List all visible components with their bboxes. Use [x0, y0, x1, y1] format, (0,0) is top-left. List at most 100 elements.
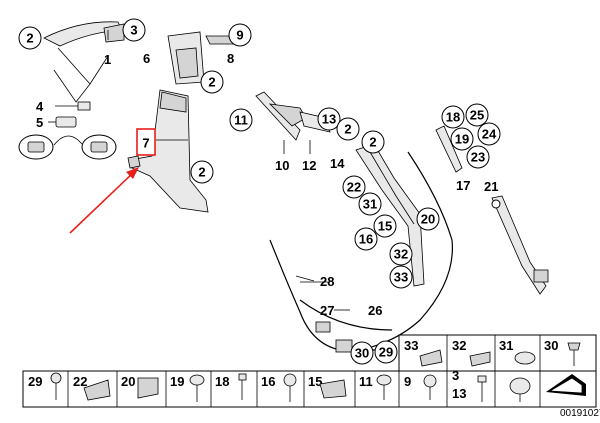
callout-16: 16 — [354, 227, 378, 251]
label-21: 21 — [484, 179, 498, 194]
legend-19: 19 — [170, 374, 184, 389]
svg-text:3: 3 — [130, 23, 137, 38]
switch-buttons — [18, 134, 117, 160]
legend-20: 20 — [121, 374, 135, 389]
label-8: 8 — [227, 51, 234, 66]
svg-text:7: 7 — [142, 136, 149, 151]
legend-11: 11 — [359, 374, 373, 389]
legend-31: 31 — [499, 338, 513, 353]
svg-text:15: 15 — [378, 219, 392, 234]
callout-23: 23 — [466, 145, 490, 169]
rod-part-21 — [491, 195, 549, 295]
screw-icon-29 — [50, 372, 62, 400]
legend-13: 13 — [452, 386, 466, 401]
legend-16: 16 — [261, 374, 275, 389]
legend-15: 15 — [308, 374, 322, 389]
callout-2-e: 2 — [190, 160, 214, 184]
legend-3: 3 — [452, 368, 459, 383]
label-10: 10 — [275, 158, 289, 173]
callout-13: 13 — [317, 107, 341, 131]
svg-text:13: 13 — [322, 112, 336, 127]
callout-2-d: 2 — [361, 130, 385, 154]
legend-9: 9 — [404, 374, 411, 389]
svg-text:19: 19 — [455, 132, 469, 147]
bracket-icon-20 — [137, 377, 159, 399]
callout-33: 33 — [389, 265, 413, 289]
screw-icon-11 — [376, 374, 392, 400]
a-pillar-trim-part-14 — [355, 143, 425, 287]
callout-29: 29 — [374, 340, 398, 364]
callout-20: 20 — [416, 207, 440, 231]
label-14: 14 — [330, 156, 345, 171]
callout-25: 25 — [465, 103, 489, 127]
screw-icon-3-13 — [477, 375, 487, 402]
legend-29: 29 — [28, 374, 42, 389]
pillar-trim-part-1 — [43, 21, 125, 47]
legend-30: 30 — [544, 338, 558, 353]
svg-text:2: 2 — [208, 75, 215, 90]
svg-text:2: 2 — [344, 122, 351, 137]
callout-31: 31 — [358, 192, 382, 216]
red-pointer-arrow — [69, 167, 139, 234]
callout-24: 24 — [477, 122, 501, 146]
svg-text:32: 32 — [394, 247, 408, 262]
clip-icon-rosette — [509, 377, 531, 402]
svg-text:29: 29 — [379, 345, 393, 360]
svg-text:31: 31 — [363, 197, 377, 212]
screw-icon-9 — [423, 374, 437, 400]
cable-harness — [269, 151, 453, 353]
wire-loop-1 — [53, 47, 91, 103]
callout-32: 32 — [389, 242, 413, 266]
callout-2-b: 2 — [200, 70, 224, 94]
legend-33: 33 — [404, 338, 418, 353]
switch-part-5 — [48, 116, 77, 128]
label-12: 12 — [302, 158, 316, 173]
svg-text:2: 2 — [369, 135, 376, 150]
b-pillar-trim-part-7 — [127, 89, 209, 213]
legend-32: 32 — [452, 338, 466, 353]
callout-3: 3 — [122, 18, 146, 42]
legend-row-upper: 33 32 31 30 — [398, 334, 597, 372]
callout-15: 15 — [373, 214, 397, 238]
svg-text:16: 16 — [359, 232, 373, 247]
label-26: 26 — [368, 303, 382, 318]
legend-18: 18 — [215, 374, 229, 389]
clip-part-4 — [55, 101, 91, 111]
screw-icon-19 — [189, 374, 205, 402]
label-4: 4 — [36, 99, 44, 114]
callout-19: 19 — [450, 127, 474, 151]
callout-9: 9 — [228, 23, 252, 47]
label-28: 28 — [320, 274, 334, 289]
screw-icon-16 — [283, 373, 297, 402]
callout-11: 11 — [229, 108, 253, 132]
figure-number: 00191027 — [560, 408, 600, 419]
svg-text:20: 20 — [421, 212, 435, 227]
callout-30-a: 30 — [350, 341, 374, 365]
svg-text:9: 9 — [236, 28, 243, 43]
svg-text:25: 25 — [470, 108, 484, 123]
svg-text:24: 24 — [482, 127, 497, 142]
svg-text:2: 2 — [198, 165, 205, 180]
strip-part-17 — [435, 125, 463, 173]
screw-icon-18 — [238, 373, 247, 400]
svg-text:33: 33 — [394, 270, 408, 285]
svg-text:18: 18 — [446, 110, 460, 125]
highlighted-callout-7: 7 — [136, 128, 156, 156]
callout-2-c: 2 — [336, 117, 360, 141]
callout-2-a: 2 — [18, 26, 42, 50]
svg-text:23: 23 — [471, 150, 485, 165]
label-1: 1 — [104, 52, 111, 67]
svg-text:30: 30 — [355, 346, 369, 361]
label-27: 27 — [320, 303, 334, 318]
legend-row-lower: 29 22 20 19 18 16 15 11 9 3 13 — [22, 368, 597, 408]
svg-text:11: 11 — [234, 113, 248, 128]
svg-text:2: 2 — [26, 31, 33, 46]
legend-22: 22 — [73, 374, 87, 389]
label-5: 5 — [36, 115, 43, 130]
callout-22: 22 — [342, 175, 366, 199]
svg-text:22: 22 — [347, 180, 361, 195]
trim-panel-part-6 — [167, 31, 205, 85]
label-6: 6 — [143, 51, 150, 66]
nut-icon-15 — [319, 379, 347, 399]
